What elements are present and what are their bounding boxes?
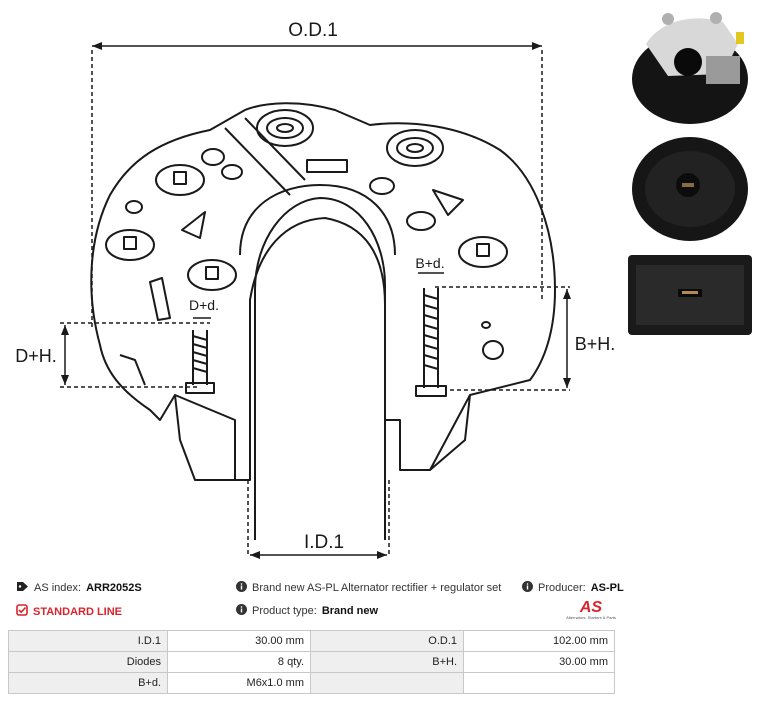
product-photo-3[interactable]: [628, 255, 752, 335]
spec-value: 30.00 mm: [167, 630, 311, 652]
diode-pad: [105, 229, 155, 261]
description-row: Brand new AS-PL Alternator rectifier + r…: [236, 581, 501, 595]
spec-label: O.D.1: [310, 630, 464, 652]
spec-value: 8 qty.: [167, 651, 311, 673]
id-label: I.D.1: [304, 532, 344, 553]
table-row: I.D.1 30.00 mm O.D.1 102.00 mm: [8, 630, 615, 652]
diode-pad: [155, 164, 205, 196]
table-row: B+d. M6x1.0 mm: [8, 672, 615, 694]
diode-pad: [458, 236, 508, 268]
product-type-row: Product type: Brand new: [236, 604, 378, 618]
producer-row: Producer: AS-PL: [522, 581, 624, 595]
specification-table: I.D.1 30.00 mm O.D.1 102.00 mm Diodes 8 …: [8, 630, 615, 694]
dd-label: D+d.: [189, 297, 219, 313]
as-index-label: AS index:: [34, 582, 82, 594]
svg-text:Alternators, Starters & Parts: Alternators, Starters & Parts: [566, 615, 616, 620]
as-index-row: AS index: ARR2052S: [16, 581, 142, 595]
od-label: O.D.1: [288, 20, 338, 41]
svg-text:AS: AS: [579, 599, 603, 616]
horseshoe-channel: [254, 197, 386, 540]
rectifier-technical-drawing: O.D.1 I.D.1 D+H. D+d. B+H. B+d.: [15, 20, 616, 559]
description-text: Brand new AS-PL Alternator rectifier + r…: [252, 582, 502, 594]
product-type-label: Product type:: [252, 605, 317, 617]
producer-label: Producer:: [538, 582, 586, 594]
info-icon: [522, 581, 533, 595]
info-icon: [236, 581, 247, 595]
spec-label: B+d.: [8, 672, 168, 694]
standard-line-label: STANDARD LINE: [33, 605, 123, 618]
as-pl-logo: AS Alternators, Starters & Parts: [566, 597, 616, 621]
dh-label: D+H.: [15, 346, 57, 366]
spec-value: M6x1.0 mm: [167, 672, 311, 694]
diode-pad: [187, 259, 237, 291]
bh-label: B+H.: [575, 334, 616, 354]
product-type-value: Brand new: [321, 605, 379, 617]
product-photo-1[interactable]: [628, 4, 752, 128]
check-square-icon: [16, 604, 28, 619]
terminal-top-left: [256, 109, 314, 147]
spec-value: 30.00 mm: [463, 651, 615, 673]
spec-value: [463, 672, 615, 694]
product-photo-2[interactable]: [628, 133, 752, 245]
spec-label: B+H.: [310, 651, 464, 673]
spec-label: [310, 672, 464, 694]
bd-label: B+d.: [415, 255, 444, 271]
producer-value: AS-PL: [590, 582, 624, 594]
standard-line-row: STANDARD LINE: [16, 604, 122, 619]
table-row: Diodes 8 qty. B+H. 30.00 mm: [8, 651, 615, 673]
info-icon: [236, 604, 247, 618]
rectifier-body-outline: [90, 102, 556, 481]
tag-icon: [16, 581, 29, 595]
spec-label: I.D.1: [8, 630, 168, 652]
terminal-top-right: [386, 129, 444, 167]
spec-value: 102.00 mm: [463, 630, 615, 652]
as-index-value: ARR2052S: [86, 582, 142, 594]
spec-label: Diodes: [8, 651, 168, 673]
